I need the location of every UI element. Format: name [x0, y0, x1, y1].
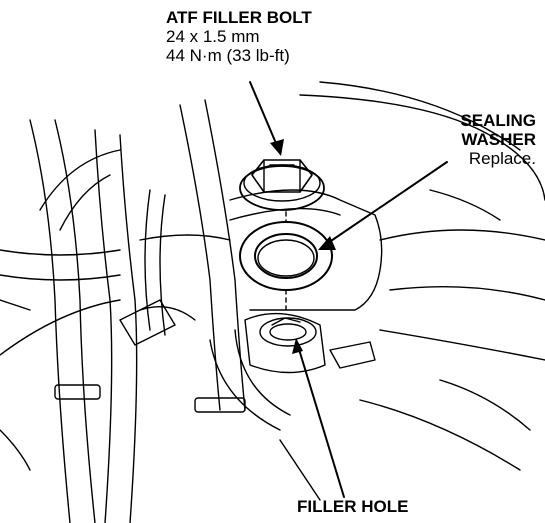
bolt-title: ATF FILLER BOLT	[166, 8, 312, 27]
bolt-callout: ATF FILLER BOLT 24 x 1.5 mm 44 N·m (33 l…	[166, 8, 312, 65]
atf-filler-bolt	[239, 159, 325, 211]
washer-callout: SEALING WASHER Replace.	[442, 111, 536, 168]
filler-hole	[259, 317, 317, 347]
housing-outlines	[0, 81, 545, 501]
bracket	[119, 189, 383, 374]
washer-title-line2: WASHER	[461, 130, 536, 149]
bolt-size: 24 x 1.5 mm	[166, 27, 260, 46]
washer-note: Replace.	[468, 149, 536, 168]
sealing-washer	[239, 221, 333, 291]
hole-callout: FILLER HOLE	[297, 497, 408, 516]
leader-arrows	[249, 81, 448, 498]
hole-title: FILLER HOLE	[297, 497, 409, 516]
bolt-torque: 44 N·m (33 lb-ft)	[166, 46, 290, 65]
hose-clamps	[54, 306, 246, 413]
arrowheads	[270, 139, 336, 354]
washer-title-line1: SEALING	[460, 111, 536, 130]
hose-lines	[0, 99, 246, 523]
